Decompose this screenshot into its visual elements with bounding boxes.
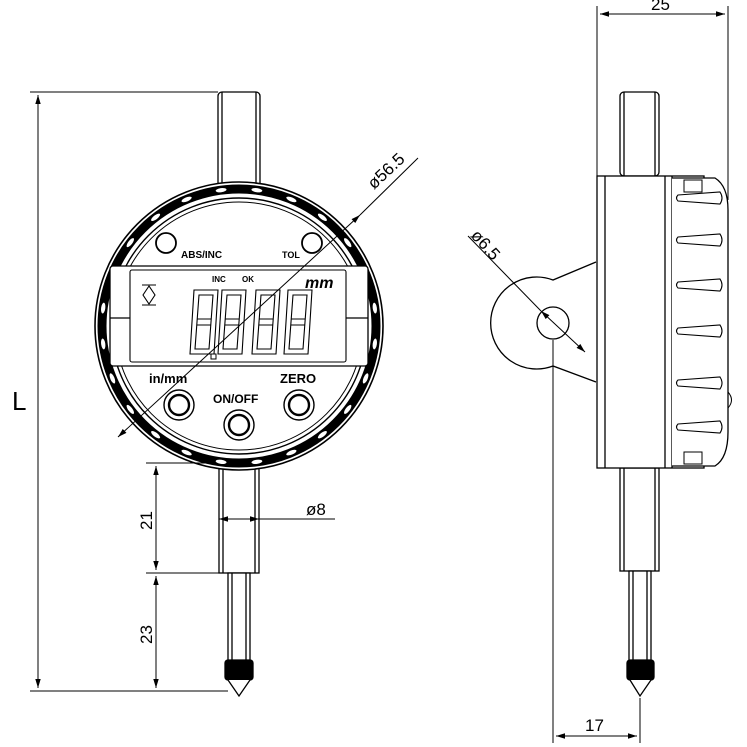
label-stem-length: 21: [137, 511, 156, 530]
top-cap: [217, 91, 261, 188]
bezel-slot: [675, 233, 723, 247]
knurl-groove: [180, 448, 193, 457]
side-contact-tip: [626, 659, 655, 698]
label-body-depth: 25: [651, 0, 670, 14]
lcd-digit: [251, 289, 281, 355]
side-view: [490, 91, 732, 698]
label-stem-diameter: ø8: [306, 500, 326, 519]
abs-inc-label: ABS/INC: [181, 250, 222, 261]
tol-button[interactable]: [301, 232, 323, 254]
knurl-groove: [250, 458, 264, 465]
inc-indicator: INC: [212, 275, 226, 284]
knurl-groove: [214, 458, 228, 465]
knurl-groove: [250, 187, 264, 194]
lcd-digit: [217, 289, 247, 355]
bezel-knurl-slots: [675, 191, 723, 434]
knurl-groove: [108, 372, 117, 385]
dimension-line-lug-hole: [540, 310, 586, 353]
side-top-cap: [619, 91, 660, 177]
spindle: [227, 572, 251, 666]
unit-label: mm: [305, 275, 333, 292]
lcd-digit: [189, 289, 219, 355]
bezel-slot: [675, 324, 723, 338]
dimension-line-face-diameter: [117, 214, 361, 438]
bezel-slot: [675, 420, 723, 434]
label-spindle-length: 23: [137, 625, 156, 644]
label-L: L: [12, 386, 26, 416]
label-face-diameter: ø56.5: [364, 149, 409, 193]
knurl-groove: [361, 372, 370, 385]
side-dimensions: [467, 6, 729, 743]
knurl-groove: [100, 301, 107, 315]
on-off-label: ON/OFF: [213, 392, 258, 406]
knurl-groove: [371, 337, 378, 351]
label-spindle-offset: 17: [585, 716, 604, 735]
zero-label: ZERO: [280, 371, 316, 386]
knurl-groove: [180, 195, 193, 204]
label-lug-hole-diameter: ø6.5: [467, 226, 504, 264]
side-stem: [619, 467, 660, 572]
contact-tip: [224, 659, 254, 698]
knurl-groove: [285, 448, 298, 457]
bezel-slot: [675, 191, 723, 205]
side-spindle: [628, 570, 652, 666]
ok-indicator: OK: [242, 275, 254, 284]
stem: [218, 454, 260, 574]
lcd-digit: [283, 289, 313, 355]
knurl-dark-ring: [97, 184, 381, 468]
tol-label: TOL: [282, 250, 300, 260]
bezel-slot: [675, 278, 723, 292]
knurl-groove: [285, 195, 298, 204]
side-bezel: [672, 177, 729, 467]
front-dimensions: [30, 91, 419, 692]
knurl-groove: [100, 337, 107, 351]
mounting-lug: [490, 261, 597, 383]
knurl-groove: [214, 187, 228, 194]
knurl-groove: [371, 301, 378, 315]
bezel-slot: [675, 376, 723, 390]
abs-inc-button[interactable]: [155, 232, 177, 254]
